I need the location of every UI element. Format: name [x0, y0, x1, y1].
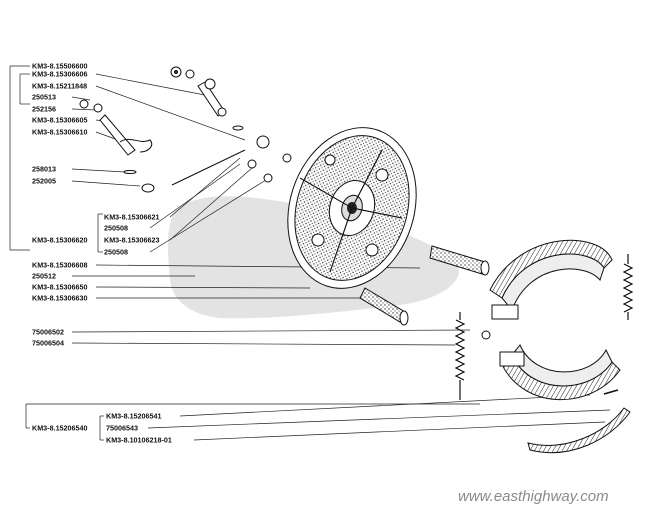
label-km3-8-15211848: KM3-8.15211848 — [32, 82, 87, 91]
anchor-pins — [359, 245, 490, 326]
label-250508-a: 250508 — [104, 224, 128, 233]
label-km3-8-15306606: KM3-8.15306606 — [32, 70, 88, 79]
brake-backing-plate — [287, 127, 417, 289]
label-km3-8-15306650: KM3-8.15306650 — [32, 283, 88, 292]
label-km3-8-15306620: KM3-8.15306620 — [32, 236, 88, 245]
label-252156: 252156 — [32, 105, 56, 114]
label-252005: 252005 — [32, 177, 56, 186]
label-250508-b: 250508 — [104, 248, 128, 257]
upper-lever-assembly — [79, 66, 292, 193]
brake-shoe-lower — [499, 344, 621, 400]
label-km3-8-15206541: KM3-8.15206541 — [106, 412, 162, 421]
brake-lining — [527, 407, 631, 454]
label-km3-8-15306608: KM3-8.15306608 — [32, 261, 88, 270]
label-km3-8-15306623: KM3-8.15306623 — [104, 236, 160, 245]
watermark-url: www.easthighway.com — [458, 488, 609, 505]
label-km3-8-15206540: KM3-8.15206540 — [32, 424, 88, 433]
label-75006502: 75006502 — [32, 328, 64, 337]
label-km3-8-15306621: KM3-8.15306621 — [104, 213, 160, 222]
label-km3-8-15306610: KM3-8.15306610 — [32, 128, 88, 137]
part-labels: KM3-8.15506600 KM3-8.15306606 KM3-8.1521… — [32, 62, 172, 445]
leader-lines — [71, 73, 611, 441]
label-250513: 250513 — [32, 93, 56, 102]
label-75006504: 75006504 — [32, 339, 64, 348]
label-250512: 250512 — [32, 272, 56, 281]
label-258013: 258013 — [32, 165, 56, 174]
label-bracket-lines — [9, 65, 480, 441]
label-75006543: 75006543 — [106, 424, 138, 433]
label-km3-8-15306630: KM3-8.15306630 — [32, 294, 88, 303]
label-km3-8-15306605: KM3-8.15306605 — [32, 116, 88, 125]
label-km3-8-15506600: KM3-8.15506600 — [32, 62, 88, 71]
brake-shoe-upper — [489, 239, 613, 320]
label-km3-8-10106218-01: KM3-8.10106218-01 — [106, 436, 172, 445]
return-springs — [454, 254, 634, 400]
